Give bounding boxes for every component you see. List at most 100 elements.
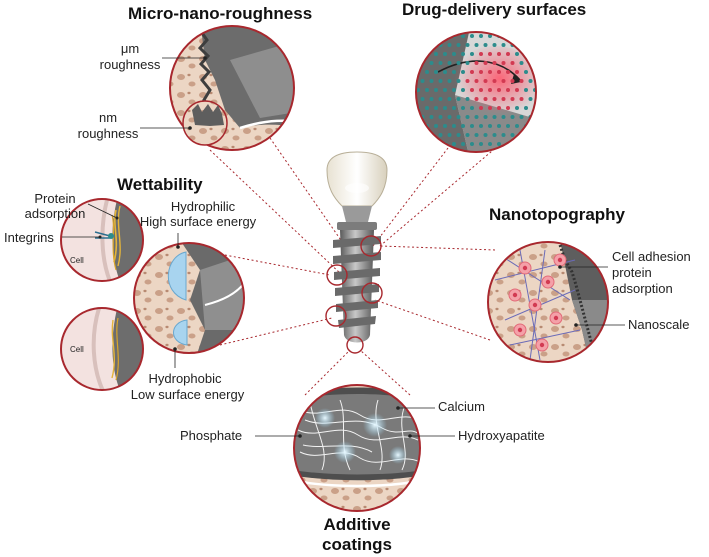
drug-particle xyxy=(538,97,542,101)
drug-particle xyxy=(519,115,524,119)
drug-particle xyxy=(474,115,479,119)
drug-particle xyxy=(438,79,443,83)
drug-particle xyxy=(456,115,461,119)
drug-particle xyxy=(474,97,479,101)
connector-lines xyxy=(209,137,506,396)
drug-particle xyxy=(447,115,452,119)
drug-particle xyxy=(434,124,438,128)
micro-nano-roughness-circle xyxy=(140,25,295,151)
drug-particle xyxy=(425,88,429,92)
drug-particle xyxy=(501,151,506,152)
drug-particle xyxy=(470,52,474,56)
drug-particle xyxy=(538,133,542,137)
drug-particle xyxy=(447,133,452,137)
drug-particle xyxy=(492,79,497,83)
drug-particle xyxy=(497,106,501,110)
drug-particle xyxy=(465,43,470,47)
drug-particle xyxy=(443,124,447,128)
title-drug-delivery: Drug-delivery surfaces xyxy=(402,0,587,19)
drug-particle xyxy=(479,34,483,38)
drug-particle xyxy=(438,61,443,65)
drug-particle xyxy=(533,52,536,56)
drug-particle xyxy=(515,70,519,74)
drug-particle xyxy=(456,97,461,101)
drug-particle xyxy=(456,133,461,137)
drug-particle xyxy=(474,79,479,83)
drug-particle xyxy=(479,70,483,74)
drug-particle xyxy=(501,115,506,119)
drug-particle xyxy=(519,61,524,65)
drug-particle xyxy=(461,88,465,92)
drug-particle xyxy=(425,70,429,74)
drug-particle xyxy=(438,151,443,152)
drug-particle xyxy=(470,34,474,38)
cell-nucleus xyxy=(522,265,528,271)
drug-particle xyxy=(510,79,515,83)
drug-particle xyxy=(434,52,438,56)
label-calcium: Calcium xyxy=(438,399,485,414)
cell-nucleus xyxy=(539,342,545,348)
drug-particle xyxy=(461,34,465,38)
title-additive-line2: coatings xyxy=(322,535,392,554)
drug-particle xyxy=(461,52,465,56)
drug-particle xyxy=(497,142,501,146)
drug-particle xyxy=(524,70,528,74)
drug-particle xyxy=(420,97,425,101)
drug-particle xyxy=(474,43,479,47)
label-nanoscale: Nanoscale xyxy=(628,317,690,332)
label-protein-2: adsorption xyxy=(24,206,86,221)
drug-particle xyxy=(447,151,452,152)
drug-particle xyxy=(533,142,536,146)
nm-roughness-inset xyxy=(182,100,228,146)
drug-particle xyxy=(488,124,492,128)
drug-particle xyxy=(461,124,465,128)
drug-particle xyxy=(528,133,533,137)
drug-particle xyxy=(420,151,425,152)
title-nanotopography: Nanotopography xyxy=(489,205,625,224)
drug-particle xyxy=(501,61,506,65)
drug-particle xyxy=(425,106,429,110)
drug-particle xyxy=(470,106,474,110)
drug-delivery-circle xyxy=(415,31,542,153)
drug-particle xyxy=(528,97,533,101)
title-micro-nano-roughness: Micro-nano-roughness xyxy=(128,4,313,23)
drug-particle xyxy=(510,97,515,101)
drug-particle xyxy=(538,79,542,83)
drug-particle xyxy=(510,61,515,65)
drug-particle xyxy=(510,115,515,119)
drug-particle xyxy=(447,61,452,65)
drug-particle xyxy=(456,79,461,83)
drug-particle xyxy=(470,70,474,74)
drug-particle xyxy=(497,70,501,74)
drug-particle xyxy=(497,88,501,92)
drug-particle xyxy=(528,43,533,47)
drug-particle xyxy=(483,61,488,65)
drug-particle xyxy=(538,115,542,119)
drug-particle xyxy=(429,79,434,83)
drug-particle xyxy=(470,142,474,146)
drug-particle xyxy=(479,106,483,110)
drug-particle xyxy=(506,70,510,74)
drug-particle xyxy=(483,133,488,137)
drug-particle xyxy=(465,79,470,83)
drug-particle xyxy=(456,43,461,47)
drug-particle xyxy=(461,142,465,146)
drug-particle xyxy=(515,52,519,56)
drug-particle xyxy=(470,88,474,92)
label-cell-adhesion-2: protein xyxy=(612,265,652,280)
drug-particle xyxy=(488,106,492,110)
drug-particle xyxy=(438,115,443,119)
cell-nucleus xyxy=(517,327,523,333)
drug-particle xyxy=(519,151,524,152)
drug-particle xyxy=(524,106,528,110)
drug-particle xyxy=(443,88,447,92)
drug-particle xyxy=(533,124,536,128)
drug-particle xyxy=(443,106,447,110)
drug-particle xyxy=(524,34,528,38)
title-additive-line1: Additive xyxy=(323,515,391,534)
drug-particle xyxy=(488,88,492,92)
drug-particle xyxy=(492,97,497,101)
cell-nucleus xyxy=(545,279,551,285)
drug-particle xyxy=(492,43,497,47)
drug-particle xyxy=(538,43,542,47)
